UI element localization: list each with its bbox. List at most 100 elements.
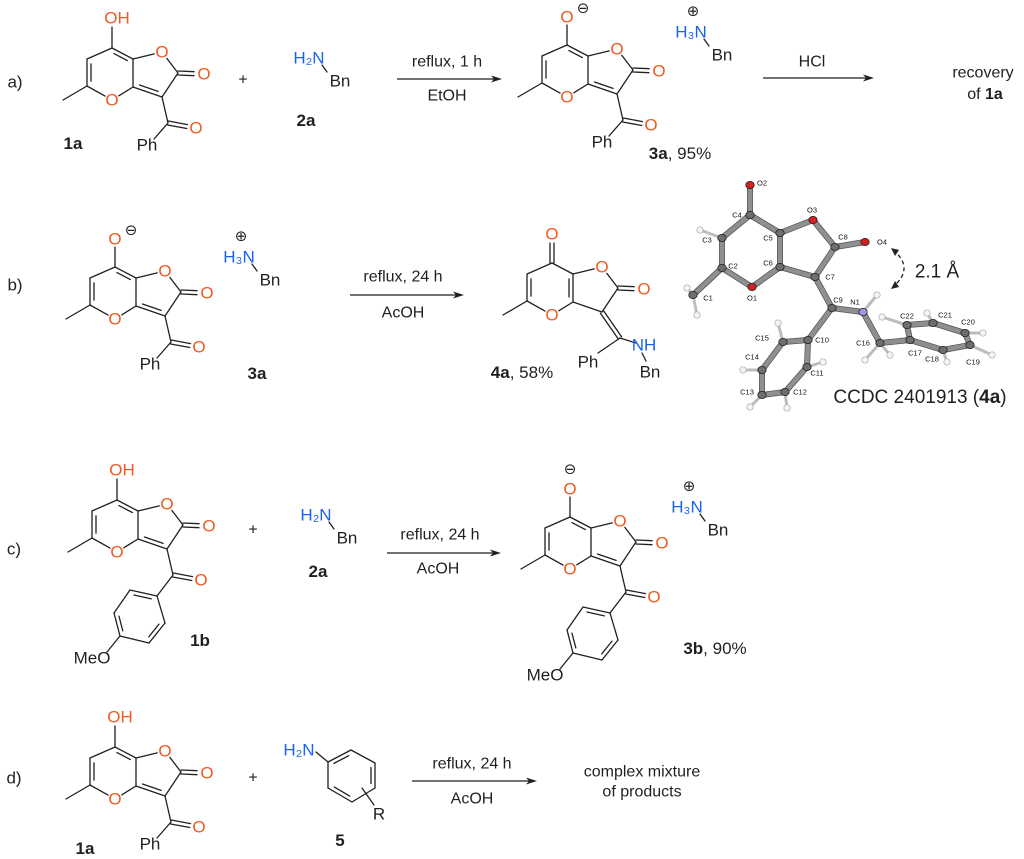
bond <box>137 505 160 512</box>
bond <box>520 554 546 570</box>
bond <box>624 526 637 543</box>
crystal-atom-c2 <box>717 263 727 272</box>
crystal-atom-label: C11 <box>810 369 823 378</box>
pyran-oxygen: O <box>105 91 118 110</box>
plus-sign: + <box>238 72 247 89</box>
panel-label-d: d) <box>6 769 21 788</box>
crystal-atom-c14 <box>757 365 767 374</box>
arrowhead <box>491 75 502 83</box>
label-text: , 95% <box>668 144 711 163</box>
bond <box>156 595 166 624</box>
bond <box>590 555 621 567</box>
bond <box>541 82 561 94</box>
bond <box>361 787 375 806</box>
benzyl-group: Bn <box>260 271 281 290</box>
crystal-atom-label: C7 <box>825 273 835 282</box>
bond <box>114 746 137 759</box>
compound-number: 2a <box>297 111 316 130</box>
benzylammonium-row-b: H₃N⊕Bn <box>223 227 280 290</box>
bond <box>572 652 603 661</box>
benzylammonium-row-a: H₃N⊕Bn <box>675 2 732 65</box>
furan-oxygen: O <box>595 258 608 277</box>
lactone-carbonyl-oxygen: O <box>637 280 650 299</box>
crystal-atom-label: C4 <box>732 211 742 220</box>
outcome-text: of 1a <box>967 86 1003 103</box>
bond <box>619 337 637 344</box>
label-text: CCDC 2401913 ( <box>833 387 979 408</box>
bond <box>541 44 568 57</box>
bond <box>116 499 139 512</box>
bond <box>559 652 574 670</box>
bond <box>114 266 137 279</box>
double-bond <box>621 121 643 127</box>
reaction-conditions-above: reflux, 24 h <box>400 527 479 544</box>
crystal-atom-n1 <box>858 307 868 316</box>
crystal-atom-o2 <box>745 180 755 189</box>
bond <box>164 291 182 317</box>
crystal-hydrogen-atom <box>693 311 701 319</box>
compound-label-4a-yield: 4a, 58% <box>491 363 553 382</box>
pyran-oxygen: O <box>108 310 121 329</box>
bond <box>148 622 166 644</box>
ccdc-label: CCDC 2401913 (4a) <box>833 387 1006 408</box>
crystal-atom-c3 <box>717 233 727 242</box>
crystal-hydrogen-atom <box>774 319 782 327</box>
crystal-atom-c6 <box>775 262 785 271</box>
double-bond-inner <box>118 615 124 632</box>
crystal-atom-label: C9 <box>833 296 843 305</box>
compound-number: 4a <box>491 363 510 382</box>
ammonium-group: H₃N <box>675 23 706 42</box>
crystal-atom-label: C12 <box>793 388 807 397</box>
bond <box>619 541 637 567</box>
double-bond-inner <box>593 81 614 90</box>
crystal-atom-label: C14 <box>745 353 759 362</box>
double-bond-inner <box>571 521 587 531</box>
crystal-atom-c10 <box>803 335 813 344</box>
bond <box>597 337 621 354</box>
bond <box>609 612 619 641</box>
crystal-atom-label: O3 <box>807 206 817 215</box>
crystal-atom-label: C21 <box>938 311 952 320</box>
crystal-atom-c20 <box>960 328 970 337</box>
panel-label-b: b) <box>7 276 22 295</box>
double-bond-inner <box>138 84 159 93</box>
bond <box>616 93 624 121</box>
oxide-oxygen: O <box>108 230 121 249</box>
benzylammonium-row-c: H₃N⊕Bn <box>671 477 728 540</box>
double-bond <box>171 576 193 582</box>
furan-oxygen: O <box>160 495 173 514</box>
bond <box>166 57 179 74</box>
compound-number: 3a <box>649 144 668 163</box>
bond <box>321 64 328 73</box>
double-bond <box>180 769 198 772</box>
bond <box>699 513 706 522</box>
compound-label-2a: 2a <box>297 111 316 130</box>
crystal-atom-label: C1 <box>703 294 713 303</box>
lactone-carbonyl-oxygen: O <box>652 62 665 81</box>
bond <box>113 612 121 637</box>
benzyl-group: Bn <box>330 72 351 91</box>
ketone-oxygen: O <box>647 588 660 607</box>
amine-group: H₂N <box>300 506 331 525</box>
pyran-oxygen: O <box>563 560 576 579</box>
bond <box>137 538 168 550</box>
double-bond <box>632 67 650 70</box>
hydroxyl-group: OH <box>109 461 135 480</box>
double-bond <box>599 312 620 340</box>
bond <box>135 305 166 317</box>
panel-label-c: c) <box>7 540 21 559</box>
bond <box>135 272 158 279</box>
ammonium-group: H₃N <box>671 498 702 517</box>
bond <box>111 47 134 60</box>
crystal-atom-c17 <box>905 335 915 344</box>
arrowhead <box>526 777 537 785</box>
bond <box>526 300 546 312</box>
ketone-oxygen: O <box>192 818 205 837</box>
crystal-hydrogen-atom <box>923 309 931 317</box>
benzyl-group: Bn <box>640 363 661 382</box>
bond <box>566 629 574 654</box>
compound-label-3b-yield: 3b, 90% <box>683 639 746 658</box>
bond <box>91 537 111 549</box>
bond <box>517 82 543 98</box>
